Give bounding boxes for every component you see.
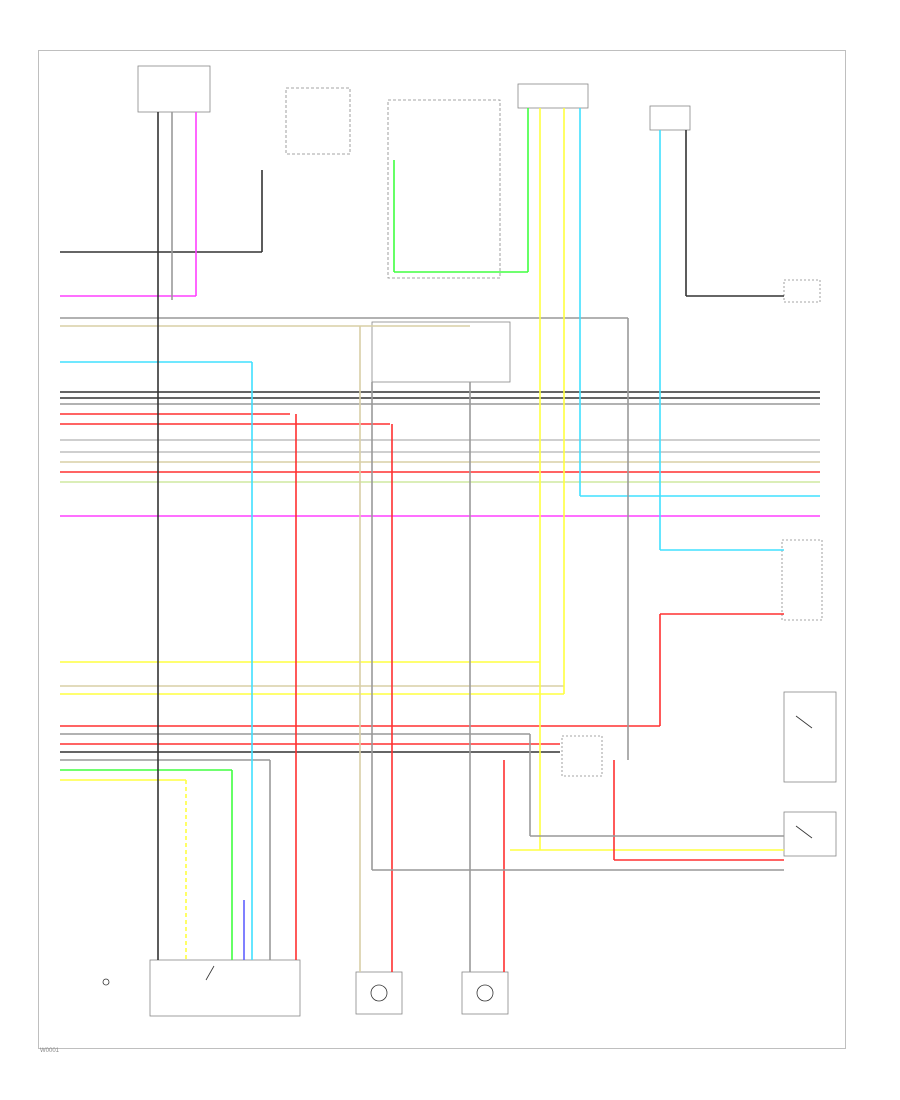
bottom-right-motor-box (461, 971, 509, 1015)
bottom-left-module-box (149, 959, 301, 1017)
switch-symbols (102, 715, 813, 1002)
switch-contact-1 (795, 715, 813, 729)
top-connector-box (517, 83, 589, 109)
switch-contact-2 (795, 825, 813, 839)
right-switch-box-1 (783, 691, 837, 783)
switch-contact-3 (205, 965, 215, 981)
right-switch-box-2 (783, 811, 837, 857)
motor-symbol-2 (476, 984, 494, 1002)
bottom-center-motor-box (355, 971, 403, 1015)
bus-wires (60, 251, 820, 781)
right-module-box (783, 279, 821, 303)
top-right-connector-box (649, 105, 691, 131)
top-left-switch-box (137, 65, 211, 113)
center-lower-junction-box (561, 735, 603, 777)
component-boxes (137, 65, 837, 1017)
motor-symbol-1 (370, 984, 388, 1002)
relay-box (285, 87, 351, 155)
ground-symbol (102, 978, 110, 986)
right-mid-connector-box (781, 539, 823, 621)
center-junction-box (371, 321, 511, 383)
center-top-junction-box (387, 99, 501, 279)
reference-code: W0001 (40, 1048, 60, 1054)
vertical-wires (157, 108, 820, 972)
